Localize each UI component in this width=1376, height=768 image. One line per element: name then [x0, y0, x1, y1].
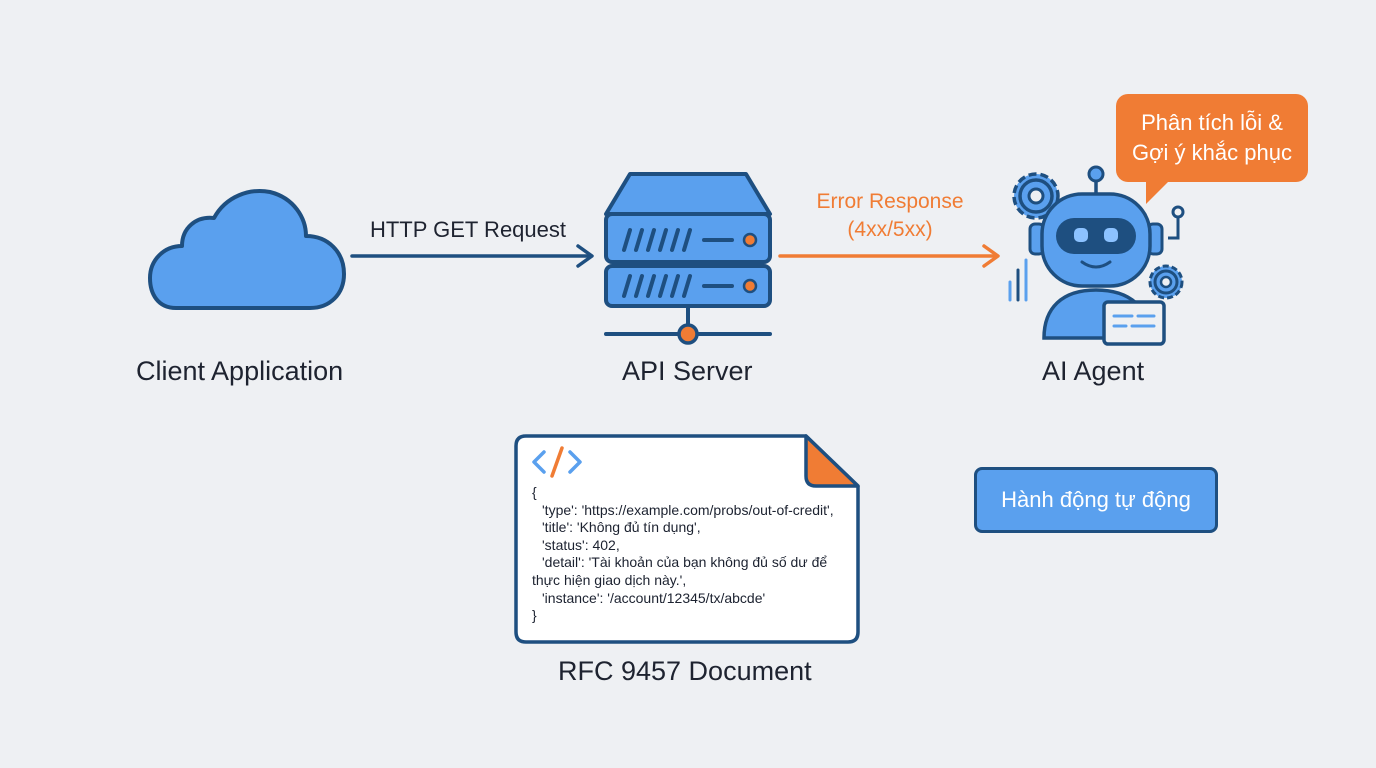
code-line: 'detail': 'Tài khoản của bạn không đủ số…: [542, 554, 828, 571]
code-line: thực hiện giao dịch này.',: [532, 571, 687, 588]
laptop-icon: [1102, 300, 1166, 346]
gear-icon: [1012, 172, 1060, 220]
api-server-label: API Server: [622, 356, 753, 386]
cloud-icon: [148, 189, 346, 310]
error-response-label-line-1: Error Response: [816, 190, 964, 213]
code-line: 'title': 'Không đủ tín dụng',: [542, 519, 701, 536]
code-line: {: [532, 484, 537, 500]
request-arrow: [350, 244, 594, 268]
bubble-line-1: Phân tích lỗi &: [1141, 110, 1283, 135]
problem-details-json: { 'type': 'https://example.com/probs/out…: [532, 484, 852, 625]
ai-agent-label: AI Agent: [1042, 356, 1145, 386]
code-line: }: [532, 607, 537, 624]
server-rack-icon: [604, 172, 772, 345]
automated-action-button[interactable]: Hành động tự động: [974, 467, 1218, 533]
code-line: 'type': 'https://example.com/probs/out-o…: [542, 501, 834, 518]
bubble-line-2: Gợi ý khắc phục: [1132, 140, 1292, 165]
signal-bars-icon: [1008, 258, 1028, 302]
rfc-document-label: RFC 9457 Document: [558, 656, 812, 686]
request-label: HTTP GET Request: [369, 217, 567, 242]
robot-icon: [1008, 165, 1185, 346]
error-response-label: Error Response (4xx/5xx): [790, 188, 990, 244]
gear-icon: [1148, 264, 1184, 300]
error-response-label-line-2: (4xx/5xx): [847, 218, 933, 241]
error-response-arrow: [778, 244, 1000, 268]
analysis-speech-bubble: Phân tích lỗi & Gợi ý khắc phục: [1116, 94, 1308, 204]
client-application-label: Client Application: [136, 356, 344, 386]
code-document-icon: [514, 434, 860, 644]
code-brackets-icon: [532, 446, 582, 478]
code-line: 'instance': '/account/12345/tx/abcde': [542, 589, 766, 606]
code-line: 'status': 402,: [542, 536, 620, 553]
